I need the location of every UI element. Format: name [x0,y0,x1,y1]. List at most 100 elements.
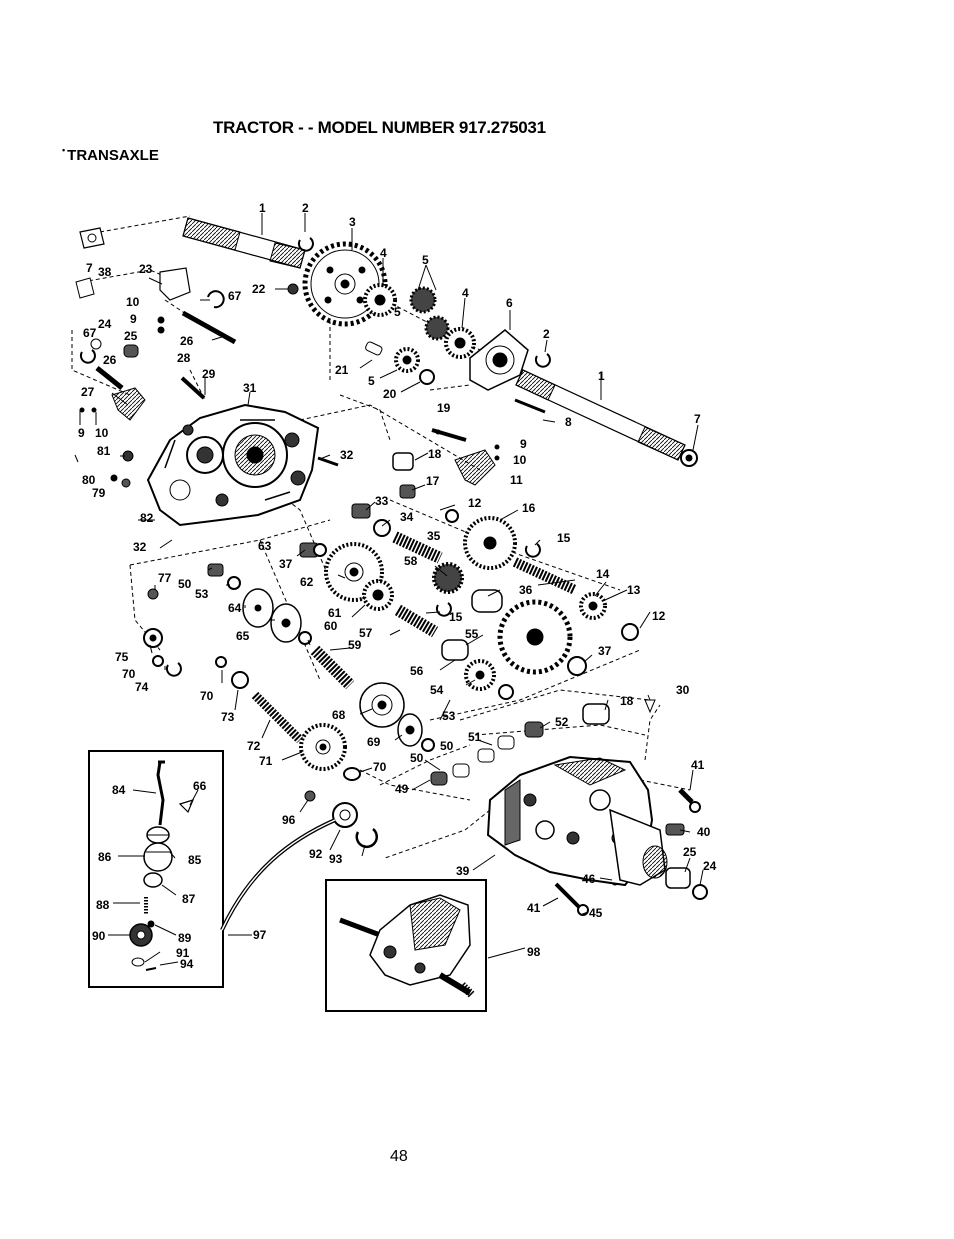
callout: 6 [506,296,513,310]
input-shaft [182,217,306,269]
small-parts-upper [287,237,551,385]
callout: 23 [139,262,153,276]
callout: 86 [98,850,112,864]
callout: 59 [348,638,362,652]
callout: 30 [676,683,690,697]
callout: 9 [78,426,85,440]
callout: 32 [340,448,354,462]
callout: 96 [282,813,296,827]
callout: 71 [259,754,273,768]
callout: 73 [221,710,235,724]
callout: 62 [300,575,314,589]
callout: 12 [468,496,482,510]
callout: 3 [349,215,356,229]
callout: 94 [180,957,194,971]
callout: 40 [697,825,711,839]
callout: 38 [98,265,112,279]
callout: 4 [462,286,469,300]
callout: 2 [302,201,309,215]
callout: 7 [694,412,701,426]
callout: 37 [598,644,612,658]
callout: 35 [427,529,441,543]
callout: 53 [442,709,456,723]
callout: 60 [324,619,338,633]
callout: 2 [543,327,550,341]
page-title: TRACTOR - - MODEL NUMBER 917.275031 [213,118,546,137]
callout: 11 [510,473,523,487]
callout: 26 [180,334,194,348]
callout: 14 [596,567,610,581]
gear-3 [302,241,388,327]
callout: 41 [527,901,541,915]
callout: 79 [92,486,106,500]
bearing-plate [469,329,529,391]
callout: 24 [703,859,717,873]
callout: 58 [404,554,418,568]
callout: 68 [332,708,346,722]
callout: 34 [400,510,414,524]
callout: 97 [253,928,267,942]
callout: 28 [177,351,191,365]
gear-cluster-upper [363,283,476,373]
callout: 5 [368,374,375,388]
callout: 57 [359,626,373,640]
shift-cable [220,818,336,931]
callout: 20 [383,387,397,401]
callout-numbers: 1 2 3 4 5 4 6 2 1 8 7 22 5 21 5 20 19 9 … [78,201,717,971]
callout: 1 [598,369,605,383]
section-title: TRANSAXLE [62,147,159,164]
callout: 17 [426,474,440,488]
callout: 77 [158,571,172,585]
callout: 88 [96,898,110,912]
callout: 64 [228,601,242,615]
callout: 10 [95,426,109,440]
callout: 32 [133,540,147,554]
callout: 93 [329,852,343,866]
callout: 46 [582,872,596,886]
callout: 70 [122,667,136,681]
callout: 25 [124,329,138,343]
callout: 98 [527,945,541,959]
page-number: 48 [390,1148,408,1165]
callout: 65 [236,629,250,643]
callout: 69 [367,735,381,749]
callout: 92 [309,847,323,861]
callout: 37 [279,557,293,571]
callout: 55 [465,627,479,641]
callout: 22 [252,282,266,296]
callout: 50 [178,577,192,591]
callout: 8 [565,415,572,429]
callout: 21 [335,363,349,377]
callout: 52 [555,715,569,729]
callout: 90 [92,929,106,943]
assembly-lines [71,215,691,859]
callout: 41 [691,758,705,772]
case-cover [146,403,320,527]
callout: 18 [428,447,442,461]
callout: 1 [259,201,266,215]
lower-left-parts [143,563,435,781]
callout: 56 [410,664,424,678]
callout: 5 [394,305,401,319]
callout: 50 [410,751,424,765]
callout: 27 [81,385,95,399]
leader-lines [74,213,704,966]
callout: 45 [589,906,603,920]
callout: 54 [430,683,444,697]
callout: 50 [440,739,454,753]
callout: 63 [258,539,272,553]
callout: 89 [178,931,192,945]
callout: 81 [97,444,111,458]
callout: 74 [135,680,149,694]
callout: 84 [112,783,126,797]
callout: 70 [373,760,387,774]
callout: 36 [519,583,533,597]
callout: 67 [83,326,97,340]
callout: 15 [557,531,571,545]
callout: 75 [115,650,129,664]
callout: 13 [627,583,641,597]
callout: 12 [652,609,666,623]
callout: 29 [202,367,216,381]
transaxle-housing [486,755,668,887]
callout: 67 [228,289,242,303]
